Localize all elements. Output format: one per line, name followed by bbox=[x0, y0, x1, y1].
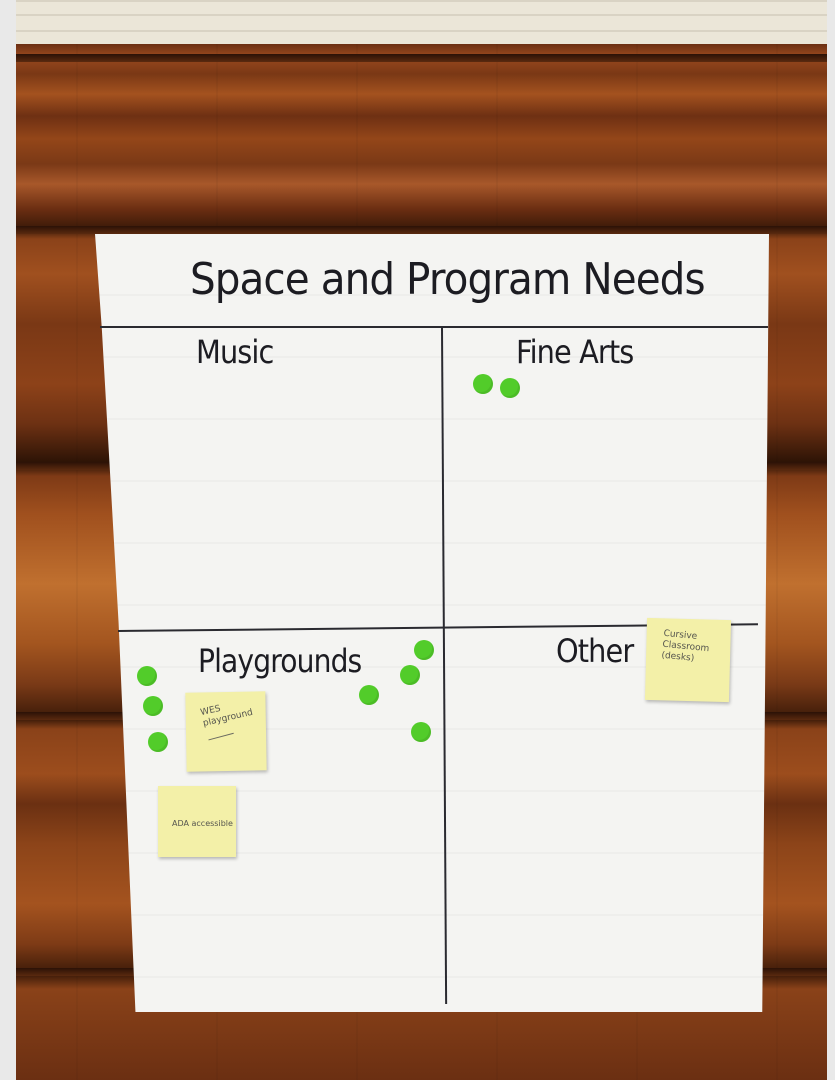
vote-dot bbox=[359, 685, 379, 705]
vote-dot bbox=[143, 696, 163, 716]
underline-mark bbox=[208, 732, 234, 741]
poster-title: Space and Program Needs bbox=[190, 254, 706, 305]
sticky-note-ada: ADA accessible bbox=[158, 786, 236, 857]
sticky-note-cursive-classroom: Cursive Classroom (desks) bbox=[644, 617, 732, 703]
wood-ledge bbox=[16, 226, 827, 234]
vote-dot bbox=[148, 732, 168, 752]
title-divider bbox=[100, 326, 768, 328]
quadrant-label-other: Other bbox=[556, 632, 634, 670]
vote-dot bbox=[411, 722, 431, 742]
vote-dot bbox=[500, 378, 520, 398]
wood-ledge bbox=[16, 54, 827, 62]
vote-dot bbox=[414, 640, 434, 660]
quadrant-label-fine-arts: Fine Arts bbox=[516, 333, 634, 371]
vote-dot bbox=[473, 374, 493, 394]
quadrant-label-music: Music bbox=[196, 333, 274, 371]
vote-dot bbox=[400, 665, 420, 685]
sticky-note-wes-playground: WES playground bbox=[185, 691, 267, 772]
brick-wall bbox=[16, 0, 827, 48]
vote-dot bbox=[137, 666, 157, 686]
quadrant-label-playgrounds: Playgrounds bbox=[198, 642, 362, 680]
sticky-note-text: ADA accessible bbox=[172, 819, 233, 828]
